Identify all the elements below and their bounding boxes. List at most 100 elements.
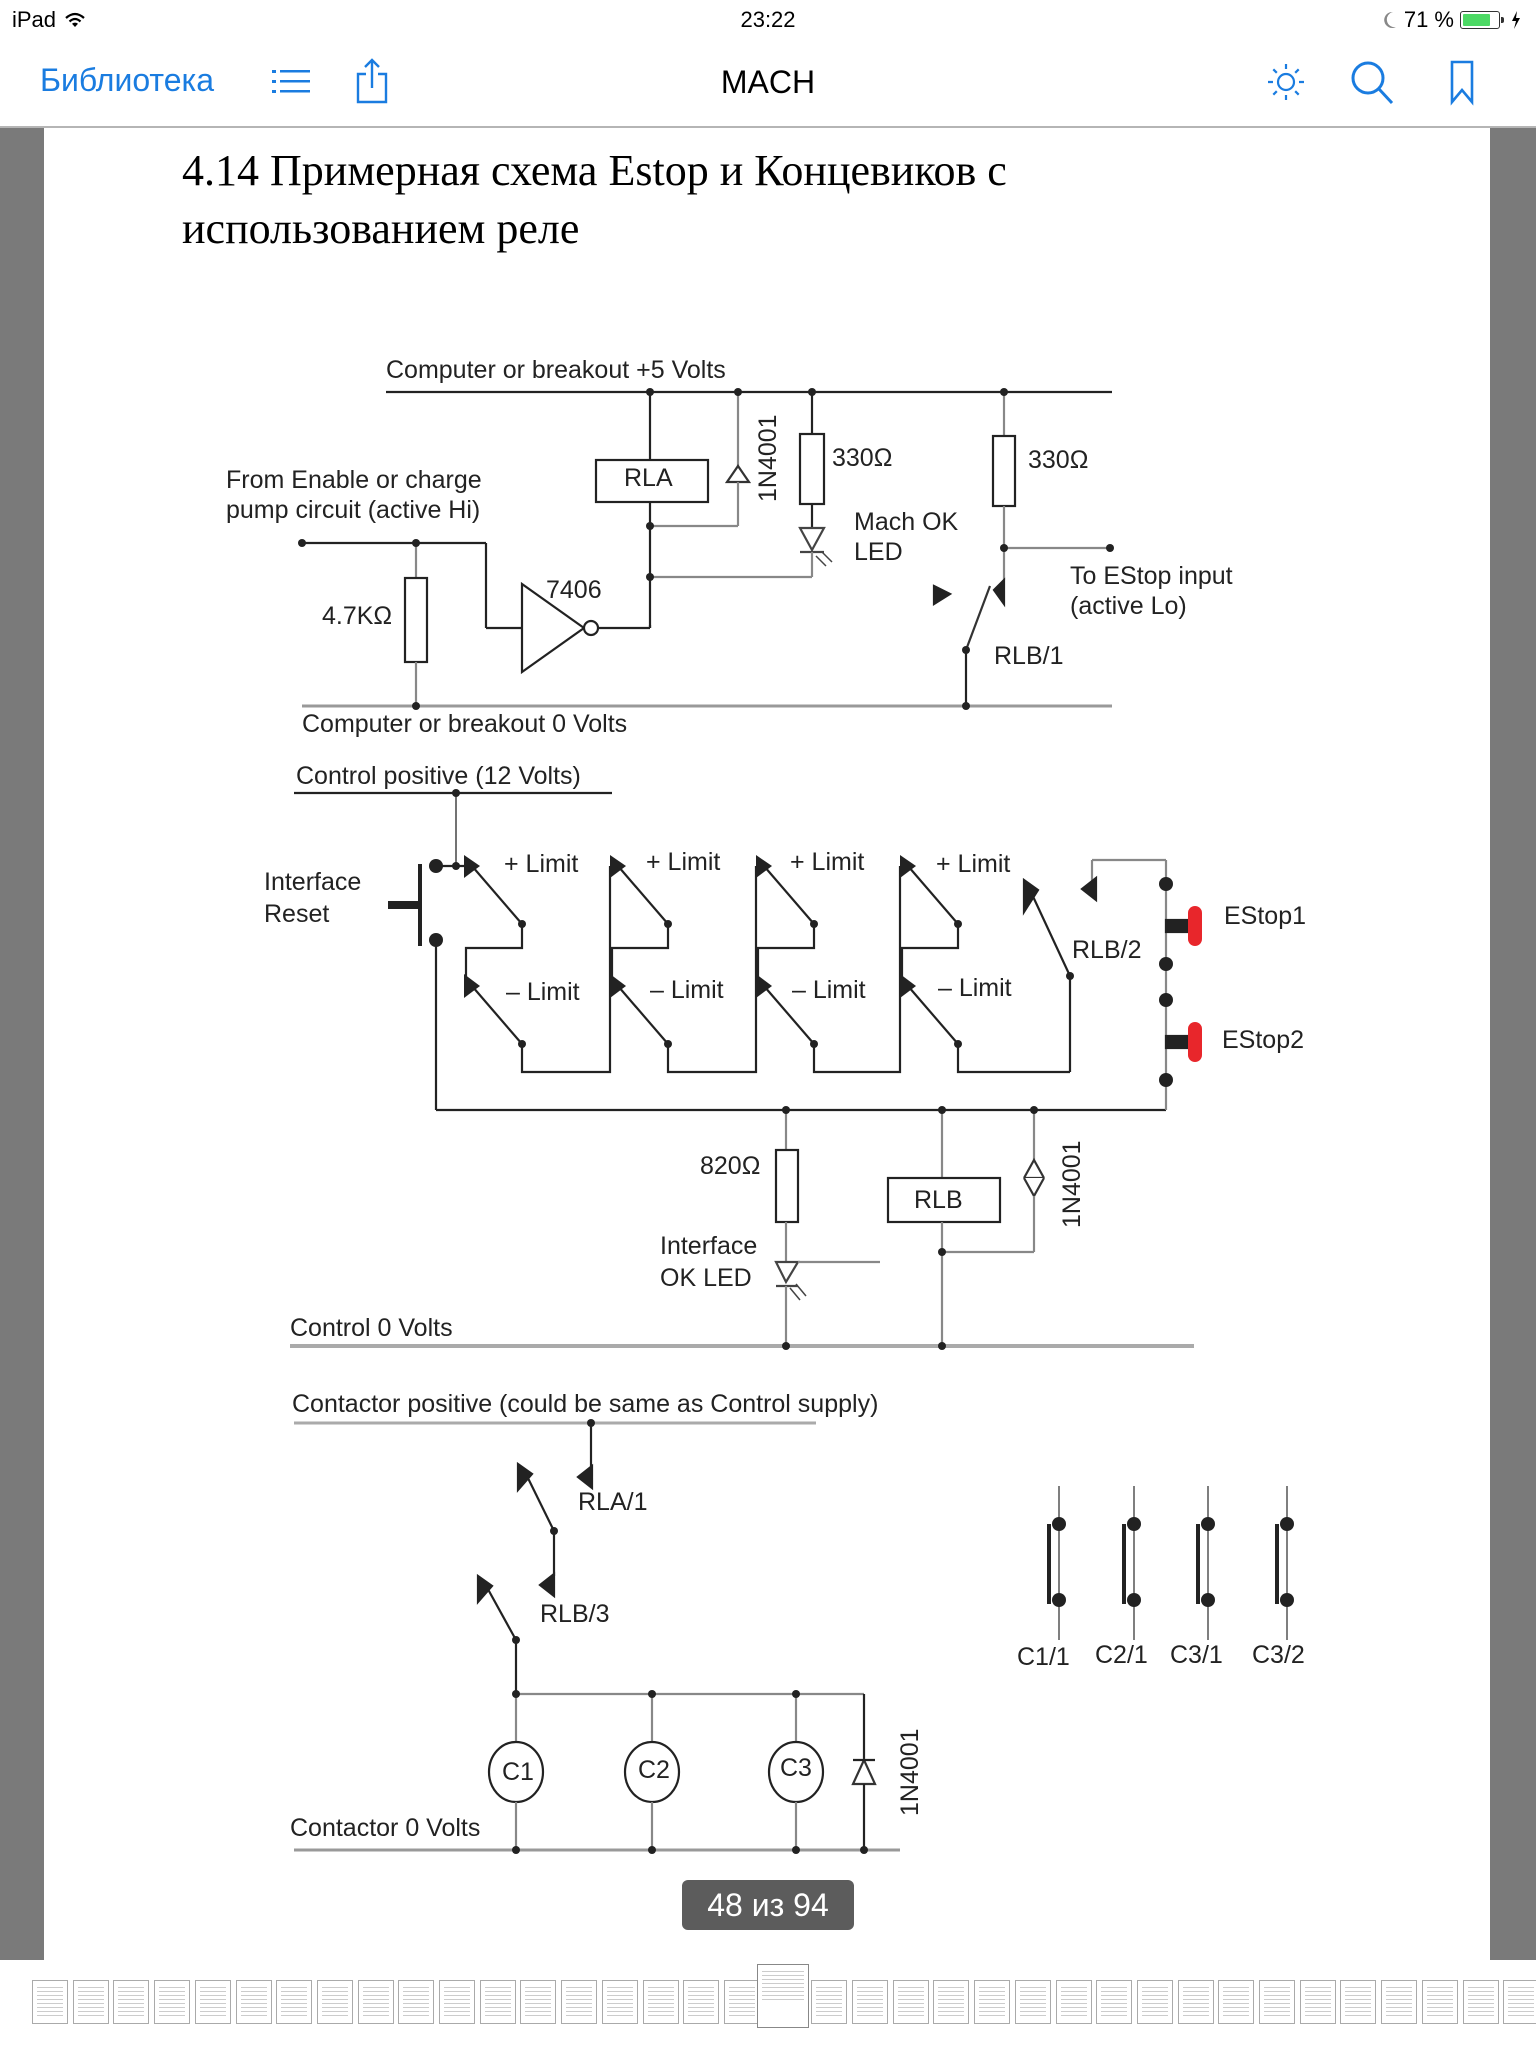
thumbnail-text-line [1508,1991,1535,1992]
thumbnail-text-line [199,1999,226,2000]
thumbnail-text-line [240,1999,267,2000]
device-name: iPad [12,7,57,32]
thumbnail-text-line [1264,2003,1290,2004]
thumbnail-text-line [240,1991,267,1992]
page-thumbnail[interactable] [113,1980,150,2024]
thumbnail-text-line [728,2011,755,2012]
page-thumbnail[interactable] [1014,1980,1051,2024]
page-thumbnail[interactable] [811,1980,848,2024]
page-thumbnail[interactable] [1462,1980,1499,2024]
resistor-330-led [798,432,826,506]
thumbnail-text-line [761,1983,804,1984]
thumbnail-text-line [118,2011,145,2012]
brightness-icon[interactable] [1260,56,1312,108]
page-thumbnail[interactable] [1503,1980,1536,2024]
thumbnail-text-line [37,2015,63,2016]
thumbnail-text-line [321,2007,348,2008]
share-icon[interactable] [346,56,398,108]
page-thumbnail[interactable] [723,1980,760,2024]
thumbnail-text-line [321,1999,348,2000]
page-thumbnail[interactable] [683,1980,720,2024]
page-thumbnail[interactable] [561,1980,598,2024]
page-thumbnail[interactable] [642,1980,679,2024]
page-thumbnail[interactable] [1136,1980,1173,2024]
page-thumbnail[interactable] [601,1980,638,2024]
page-thumbnail[interactable] [1381,1980,1418,2024]
page-thumbnail[interactable] [72,1980,109,2024]
page-thumbnail[interactable] [974,1980,1011,2024]
thumbnail-text-line [897,2007,924,2008]
thumbnail-text-line [1345,2011,1372,2012]
contactor-coil-c1 [487,1694,545,1850]
thumbnail-text-line [240,2011,267,2012]
thumbnail-text-line [1508,2011,1535,2012]
list-icon[interactable] [266,56,318,108]
page-thumbnail[interactable] [1299,1980,1336,2024]
thumbnail-text-line [362,2011,389,2012]
minus-limit-switch [617,985,669,1045]
document-viewer[interactable]: 4.14 Примерная схема Estop и Концевиков … [0,128,1536,1960]
thumbnail-text-line [484,1999,511,2000]
thumbnail-text-line [118,2007,145,2008]
page-thumbnail[interactable] [479,1980,516,2024]
aux-contact-c3-2 [1275,1486,1294,1640]
page-thumbnail[interactable] [398,1980,435,2024]
thumbnail-text-line [979,2015,1006,2016]
page-thumbnail[interactable] [357,1980,394,2024]
page-thumbnail[interactable] [852,1980,888,2024]
thumbnail-text-line [1345,1995,1372,1996]
thumbnail-text-line [1141,1991,1168,1992]
page-thumbnail[interactable] [933,1980,970,2024]
page-thumbnail[interactable] [235,1980,272,2024]
thumbnail-text-line [938,2003,965,2004]
page-thumbnail[interactable] [1096,1980,1133,2024]
thumbnail-text-line [240,1987,267,1988]
page-thumbnail-strip[interactable] [0,1960,1536,2048]
page-thumbnail[interactable] [1259,1980,1295,2024]
nav-bar: Библиотека MACH [0,40,1536,128]
thumbnail-text-line [362,1987,389,1988]
page-thumbnail[interactable] [316,1980,353,2024]
thumbnail-text-line [199,2007,226,2008]
thumbnail-text-line [1345,2007,1372,2008]
thumbnail-text-line [77,1995,104,1996]
thumbnail-text-line [606,2007,633,2008]
thumbnail-text-line [240,2007,267,2008]
thumbnail-text-line [857,1991,883,1992]
page-thumbnail[interactable] [276,1980,313,2024]
thumbnail-text-line [1182,2011,1209,2012]
thumbnail-text-line [1426,2015,1453,2016]
search-icon[interactable] [1346,56,1398,108]
thumbnail-text-line [979,1995,1006,1996]
page-thumbnail[interactable] [756,1964,809,2028]
thumbnail-text-line [1386,2003,1413,2004]
thumbnail-text-line [761,1987,804,1988]
page-thumbnail[interactable] [520,1980,557,2024]
thumbnail-text-line [1101,2003,1128,2004]
page-thumbnail[interactable] [1340,1980,1377,2024]
thumbnail-text-line [816,2003,843,2004]
bookmark-icon[interactable] [1436,56,1488,108]
label-rlb1: RLB/1 [994,642,1063,670]
label-minus-limit-1: – Limit [506,978,580,1006]
junction-dots-section3 [512,1419,868,1854]
page-thumbnail[interactable] [892,1980,929,2024]
page-thumbnail[interactable] [1177,1980,1214,2024]
thumbnail-text-line [37,2003,63,2004]
page-thumbnail[interactable] [1421,1980,1458,2024]
thumbnail-text-line [1019,2003,1046,2004]
library-back-button[interactable]: Библиотека [40,62,214,98]
thumbnail-text-line [1264,1995,1290,1996]
thumbnail-text-line [728,1987,755,1988]
thumbnail-text-line [37,1987,63,1988]
page-thumbnail[interactable] [194,1980,231,2024]
page-thumbnail[interactable] [1055,1980,1092,2024]
page-thumbnail[interactable] [1218,1980,1255,2024]
thumbnail-text-line [647,1991,674,1992]
thumbnail-text-line [525,2007,552,2008]
page-thumbnail[interactable] [154,1980,191,2024]
thumbnail-text-line [525,1987,552,1988]
page-thumbnail[interactable] [439,1980,475,2024]
status-time: 23:22 [740,7,796,32]
page-thumbnail[interactable] [32,1980,68,2024]
